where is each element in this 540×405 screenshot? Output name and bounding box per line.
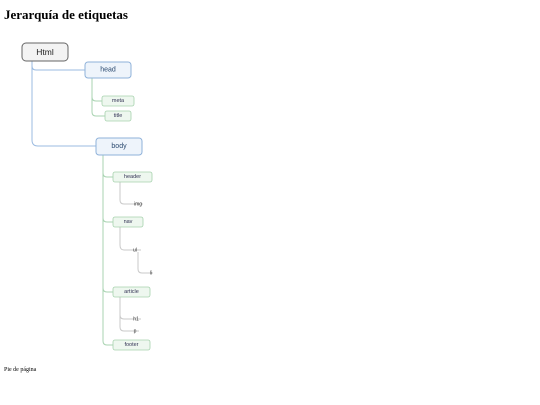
leaf-p: p: [134, 329, 137, 335]
node-footer-label: footer: [124, 342, 138, 348]
node-head: head: [84, 61, 132, 79]
link-nav-ul: [119, 227, 141, 251]
link-html-head: [31, 61, 85, 71]
node-meta: meta: [101, 95, 135, 107]
leaf-li: li: [150, 271, 152, 277]
node-head-label: head: [100, 67, 116, 74]
page-title: Jerarquía de etiquetas: [4, 7, 128, 22]
page-footer: Pie de página: [4, 367, 37, 373]
node-meta-label: meta: [112, 98, 125, 104]
link-html-body: [31, 61, 96, 147]
link-body-nav: [102, 155, 113, 223]
node-header: header: [112, 171, 153, 183]
node-title-label: title: [114, 113, 123, 119]
leaf-ul: ul: [133, 248, 137, 254]
link-head-meta: [91, 78, 102, 102]
link-header-img: [119, 182, 143, 205]
node-nav-label: nav: [124, 219, 133, 225]
tag-hierarchy-diagram: Html head body meta title header nav art…: [21, 42, 153, 351]
node-html-label: Html: [36, 47, 54, 57]
link-body-footer: [102, 155, 113, 346]
node-body-label: body: [111, 143, 127, 150]
leaf-img: img: [134, 202, 142, 208]
leaf-h1: h1: [133, 317, 139, 323]
node-header-label: header: [124, 174, 141, 180]
node-article: article: [112, 286, 151, 298]
connectors: [31, 61, 153, 346]
link-body-header: [102, 155, 113, 178]
node-html: Html: [21, 42, 69, 62]
node-article-label: article: [124, 289, 139, 295]
node-body: body: [95, 137, 143, 156]
link-article-p: [119, 297, 139, 332]
node-nav: nav: [112, 216, 144, 228]
link-head-title: [91, 78, 105, 117]
link-body-article: [102, 155, 113, 293]
node-title: title: [104, 110, 132, 122]
node-footer: footer: [112, 339, 151, 351]
link-ul-li: [137, 252, 153, 274]
